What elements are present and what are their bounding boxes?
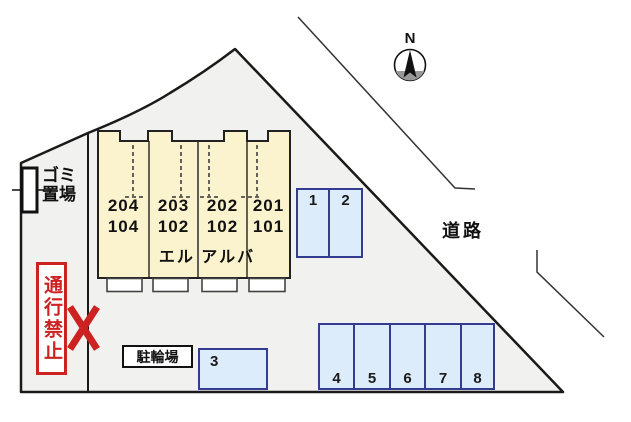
- unit-upper-number: 203: [157, 196, 190, 215]
- unit-lower-number: 102: [157, 217, 190, 236]
- unit-upper-number: 201: [252, 196, 285, 215]
- unit-lower-number: 101: [252, 217, 285, 236]
- parking-space-1: 1: [296, 188, 330, 258]
- road-edge-lower: [536, 250, 605, 338]
- unit-upper-number: 202: [206, 196, 239, 215]
- parking-space-6: 6: [389, 323, 426, 390]
- bicycle-parking-label: 駐輪場: [122, 345, 193, 368]
- parking-space-7: 7: [424, 323, 462, 390]
- building-outline: [97, 130, 291, 279]
- road-edge-upper: [297, 16, 476, 190]
- no-passage-sign: 通行禁止: [36, 262, 67, 375]
- unit-label-203-102: 203 102: [149, 195, 198, 237]
- unit-label-202-102: 202 102: [198, 195, 247, 237]
- unit-label-201-101: 201 101: [247, 195, 290, 237]
- garbage-area-label: ゴミ置場: [42, 166, 76, 204]
- compass-n-label: N: [404, 30, 416, 47]
- building-entry-dashed-lines: [125, 145, 259, 198]
- parking-space-3: 3: [198, 348, 268, 390]
- building-unit-dividers: [148, 141, 248, 278]
- unit-label-204-104: 204 104: [98, 195, 149, 237]
- parking-space-2: 2: [328, 188, 363, 258]
- parking-space-4: 4: [318, 323, 355, 390]
- unit-upper-number: 204: [107, 196, 140, 215]
- no-passage-x-icon: [67, 305, 100, 351]
- road-label: 道路: [442, 221, 484, 241]
- unit-lower-number: 104: [107, 217, 140, 236]
- parking-space-5: 5: [353, 323, 391, 390]
- building-porches: [106, 277, 286, 293]
- unit-lower-number: 102: [206, 217, 239, 236]
- north-compass-icon: [393, 48, 427, 82]
- garbage-area-box: [20, 166, 39, 214]
- building-name: エル アルバ: [158, 249, 256, 266]
- parking-space-8: 8: [460, 323, 495, 390]
